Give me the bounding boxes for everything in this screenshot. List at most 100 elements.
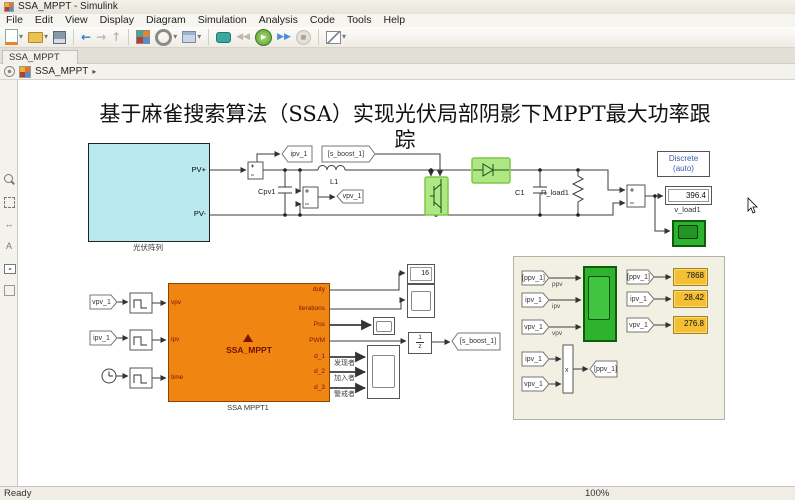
powergui-block[interactable]: Discrete (auto) bbox=[657, 151, 710, 177]
forward-button[interactable]: → bbox=[95, 28, 107, 46]
clock-block[interactable] bbox=[101, 368, 117, 384]
from-sboost-tag[interactable]: [s_boost_1] bbox=[327, 150, 365, 158]
status-bar: Ready 100% bbox=[0, 486, 795, 500]
step-forward-icon: ▶▶ bbox=[277, 32, 291, 42]
ipv-display-block[interactable]: 28.42 bbox=[673, 290, 708, 308]
unit-delay-block[interactable]: 1 z bbox=[408, 332, 432, 354]
menu-code[interactable]: Code bbox=[309, 14, 335, 26]
pv-array-block[interactable]: PV+ PV- bbox=[88, 143, 210, 242]
current-sensor-block[interactable] bbox=[247, 161, 264, 180]
iterations-display-value: 16 bbox=[410, 267, 432, 281]
connect-button[interactable] bbox=[215, 28, 232, 46]
product-block[interactable]: x bbox=[562, 344, 574, 394]
panel-from-vpv-tag[interactable]: vpv_1 bbox=[524, 323, 543, 331]
rate-transition-blocks[interactable] bbox=[129, 292, 153, 389]
vpv-display-block[interactable]: 276.8 bbox=[673, 316, 708, 334]
model-config-button[interactable]: ▾ bbox=[154, 28, 178, 46]
simulation-display-button[interactable]: ▾ bbox=[325, 28, 347, 46]
ssa-block-name: SSA_MPPT bbox=[226, 345, 272, 355]
stop-button[interactable]: ■ bbox=[295, 28, 312, 46]
save-model-button[interactable] bbox=[52, 28, 67, 46]
status-zoom-level: 100% bbox=[585, 488, 610, 499]
panel-from-ipv3-tag[interactable]: ipv_1 bbox=[525, 355, 542, 363]
breadcrumb-arrow-icon[interactable]: ▸ bbox=[92, 66, 97, 76]
run-button[interactable]: ▶ bbox=[254, 28, 273, 46]
vload-scope-block[interactable] bbox=[672, 220, 706, 247]
up-button[interactable]: ↑ bbox=[110, 28, 122, 46]
vload-display-block[interactable]: 396.4 bbox=[665, 186, 712, 205]
goto-sboost-tag[interactable]: [s_boost_1] bbox=[459, 338, 497, 345]
subsystem-button[interactable]: ▾ bbox=[181, 28, 202, 46]
back-button[interactable]: ← bbox=[80, 28, 92, 46]
ppv-display-value: 7868 bbox=[686, 271, 704, 280]
step-back-button[interactable]: ◀◀ bbox=[235, 28, 251, 46]
menu-simulation[interactable]: Simulation bbox=[197, 14, 247, 26]
unit-delay-numerator: 1 bbox=[418, 334, 422, 341]
wire-label-scouts: 警戒者 bbox=[334, 391, 355, 398]
goto-vpv-tag[interactable]: vpv_1 bbox=[342, 193, 362, 200]
panel-from-vpv2-tag[interactable]: vpv_1 bbox=[629, 321, 648, 329]
menu-analysis[interactable]: Analysis bbox=[258, 14, 298, 26]
from-vpv-tag[interactable]: vpv_1 bbox=[92, 298, 111, 306]
mosfet-block[interactable] bbox=[424, 176, 449, 216]
menu-help[interactable]: Help bbox=[383, 14, 406, 26]
new-dropdown-arrow[interactable]: ▾ bbox=[19, 32, 24, 41]
tab-model[interactable]: SSA_MPPT bbox=[2, 50, 78, 64]
zoom-icon[interactable] bbox=[3, 174, 15, 186]
menu-file[interactable]: File bbox=[6, 14, 23, 26]
image-icon[interactable] bbox=[3, 262, 16, 274]
goto-from-tag-shapes[interactable] bbox=[89, 145, 655, 392]
vload-display-label: v_load1 bbox=[674, 205, 701, 214]
rload-label: R_load1 bbox=[541, 188, 569, 197]
forward-icon: → bbox=[96, 30, 107, 44]
back-icon: ← bbox=[81, 30, 92, 44]
library-browser-button[interactable] bbox=[135, 28, 151, 46]
ssa-mppt-block[interactable]: SSA_MPPT bbox=[168, 283, 330, 402]
scope-dropdown-arrow[interactable]: ▾ bbox=[341, 32, 346, 41]
panel-from-ipv2-tag[interactable]: ipv_1 bbox=[630, 295, 647, 303]
diagram-title-annotation[interactable]: 基于麻雀搜索算法（SSA）实现光伏局部阴影下MPPT最大功率跟踪 bbox=[99, 102, 711, 152]
annotation-icon[interactable]: A bbox=[5, 241, 12, 251]
menu-tools[interactable]: Tools bbox=[346, 14, 372, 26]
voltage-sensor-load-block[interactable] bbox=[626, 184, 646, 208]
voltage-sensor-block[interactable] bbox=[302, 186, 319, 209]
menu-display[interactable]: Display bbox=[99, 14, 135, 26]
sparrow-scope-block[interactable] bbox=[367, 345, 400, 399]
from-ipv-tag[interactable]: ipv_1 bbox=[93, 334, 110, 342]
config-dropdown-arrow[interactable]: ▾ bbox=[173, 32, 178, 41]
panel-scope-screen bbox=[588, 276, 610, 320]
area-icon[interactable] bbox=[3, 284, 15, 296]
panel-from-ppv2-tag[interactable]: [ppv_1] bbox=[627, 273, 650, 281]
junction-dots bbox=[283, 168, 657, 217]
c1-capacitor-label: C1 bbox=[515, 188, 525, 197]
menu-view[interactable]: View bbox=[65, 14, 88, 26]
ssa-input-ipv: ipv bbox=[171, 336, 180, 343]
open-dropdown-arrow[interactable]: ▾ bbox=[44, 32, 49, 41]
iterations-scope-block[interactable] bbox=[407, 284, 435, 318]
new-model-button[interactable]: ▾ bbox=[4, 28, 24, 46]
pan-icon[interactable]: ↔ bbox=[4, 219, 14, 229]
fit-to-view-icon[interactable] bbox=[3, 196, 15, 208]
panel-wire-label-ipv: ipv bbox=[552, 303, 561, 310]
ssa-output-d3: d_3 bbox=[314, 384, 325, 391]
panel-from-ppv-tag[interactable]: [ppv_1] bbox=[522, 274, 545, 282]
pos-scope-block[interactable] bbox=[373, 317, 395, 335]
menu-edit[interactable]: Edit bbox=[34, 14, 54, 26]
panel-goto-ppv-tag[interactable]: [ppv_1] bbox=[594, 365, 617, 373]
ssa-output-d1: d_1 bbox=[314, 353, 325, 360]
step-forward-button[interactable]: ▶▶ bbox=[276, 28, 292, 46]
panel-wire-label-vpv: vpv bbox=[552, 330, 563, 337]
panel-scope-block[interactable] bbox=[583, 266, 617, 342]
open-model-button[interactable]: ▾ bbox=[27, 28, 49, 46]
menu-diagram[interactable]: Diagram bbox=[146, 14, 186, 26]
panel-from-vpv3-tag[interactable]: vpv_1 bbox=[524, 380, 543, 388]
ssa-output-iterations: iterations bbox=[298, 305, 325, 312]
goto-ipv-tag[interactable]: ipv_1 bbox=[290, 150, 308, 158]
subsystem-dropdown-arrow[interactable]: ▾ bbox=[197, 32, 202, 41]
iterations-display-block[interactable]: 16 bbox=[407, 264, 435, 284]
diode-block[interactable] bbox=[471, 157, 511, 184]
panel-from-ipv-tag[interactable]: ipv_1 bbox=[525, 296, 542, 304]
model-browser-toggle-icon[interactable] bbox=[4, 66, 15, 77]
breadcrumb-model[interactable]: SSA_MPPT bbox=[35, 65, 89, 77]
ppv-display-block[interactable]: 7868 bbox=[673, 268, 708, 286]
